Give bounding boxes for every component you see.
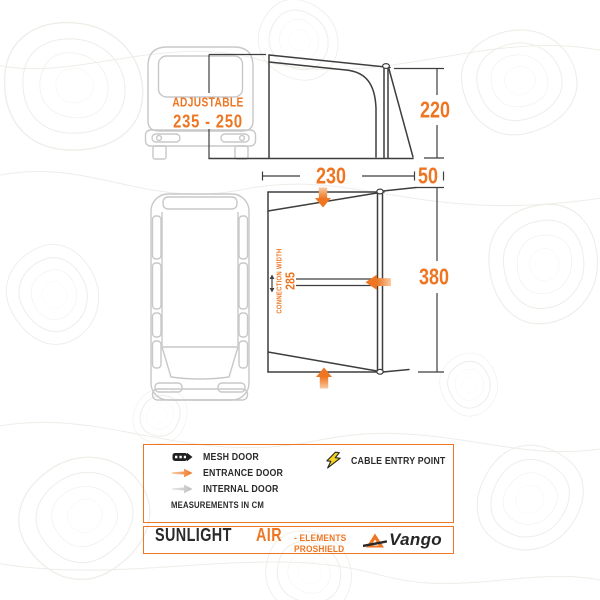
legend-item-cable-entry: CABLE ENTRY POINT [325, 451, 464, 470]
legend-item-internal-door: INTERNAL DOOR [172, 483, 293, 495]
cable-entry-icon [326, 451, 341, 469]
legend-panel: MESH DOOR ENTRANCE DOOR INTERNAL DOOR ME… [143, 444, 454, 523]
depth-230-value: 230 [316, 162, 346, 189]
legend-label-mesh-door: MESH DOOR [203, 451, 259, 463]
vango-logo: Vango [363, 530, 442, 550]
entrance-door-arrow-bottom [316, 367, 332, 389]
legend-item-entrance-door: ENTRANCE DOOR [172, 467, 298, 479]
product-name-main: SUNLIGHT [155, 525, 232, 545]
dimension-380 [416, 186, 444, 373]
entrance-door-icon [172, 468, 193, 478]
legend-label-cable-entry: CABLE ENTRY POINT [351, 454, 446, 467]
product-title-bar: SUNLIGHT AIR - ELEMENTS PROSHIELD Vango [143, 525, 454, 555]
length-380-value: 380 [419, 263, 449, 290]
van-top-view [150, 193, 250, 401]
adjustable-range-value: 235 - 250 [173, 111, 243, 132]
measurements-note: MEASUREMENTS IN CM [171, 500, 264, 510]
awning-side-view [208, 54, 414, 160]
product-name-suffix: - ELEMENTS PROSHIELD [293, 533, 346, 555]
entrance-door-arrow-front [365, 274, 391, 290]
connection-width-value: 285 [282, 272, 298, 290]
entrance-door-arrow-top [315, 187, 331, 208]
dimension-220 [394, 67, 444, 159]
adjustable-label: ADJUSTABLE [172, 94, 244, 110]
vango-logo-icon [363, 533, 388, 548]
van-height-dimension [208, 53, 266, 158]
internal-door-icon [172, 484, 193, 494]
connection-width-marker [269, 274, 275, 293]
van-rear-view [144, 46, 257, 160]
canopy-50-value: 50 [418, 162, 438, 189]
height-220-value: 220 [420, 96, 450, 123]
legend-note: MEASUREMENTS IN CM [171, 500, 279, 510]
legend-item-mesh-door: MESH DOOR [172, 451, 270, 463]
dimension-230-50 [261, 171, 445, 181]
legend-label-internal-door: INTERNAL DOOR [203, 483, 279, 495]
mesh-door-icon [172, 452, 193, 462]
product-name: SUNLIGHT AIR - ELEMENTS PROSHIELD [155, 525, 363, 555]
vango-logo-text: Vango [389, 530, 442, 549]
product-name-variant: AIR [256, 525, 282, 545]
legend-label-entrance-door: ENTRANCE DOOR [203, 467, 284, 479]
